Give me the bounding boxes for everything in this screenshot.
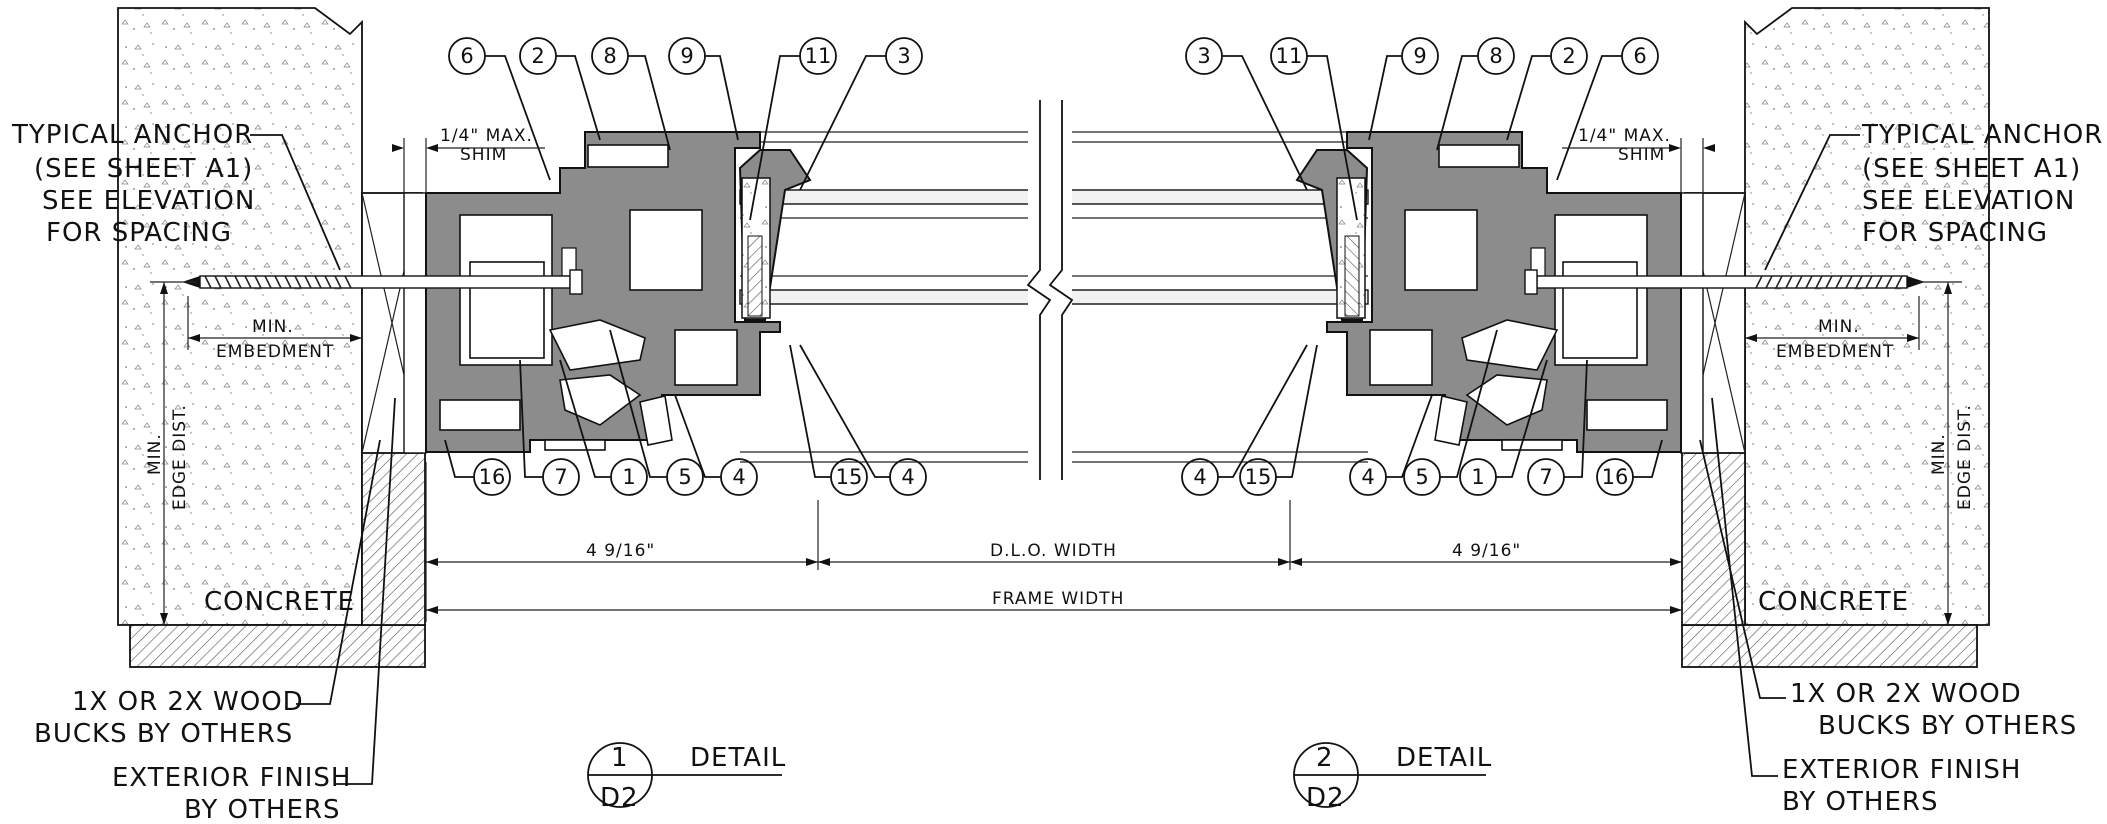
callouts-left-bottom: 16 7 1 5 4 15 4: [473, 458, 927, 496]
dlo-width-dimension: D.L.O. WIDTH: [990, 541, 1117, 561]
insulated-glass-unit: [739, 100, 1369, 480]
svg-text:TYPICAL ANCHOR: TYPICAL ANCHOR: [11, 120, 253, 150]
callout-number: 7: [554, 465, 567, 489]
svg-text:1/4" MAX.: 1/4" MAX.: [440, 126, 533, 146]
svg-text:EMBEDMENT: EMBEDMENT: [1776, 342, 1894, 362]
svg-text:DETAIL: DETAIL: [1396, 743, 1492, 773]
callouts-right-bottom: 4 15 4 5 1 7 16: [1181, 458, 1634, 496]
svg-text:1/4" MAX.: 1/4" MAX.: [1578, 126, 1671, 146]
svg-text:MIN.: MIN.: [1929, 433, 1949, 475]
svg-text:SEE ELEVATION: SEE ELEVATION: [1862, 186, 2075, 216]
callout-number: 5: [1415, 465, 1428, 489]
right-wood-buck: [1680, 192, 1746, 454]
svg-text:EDGE DIST.: EDGE DIST.: [170, 404, 190, 510]
left-concrete-label: CONCRETE: [204, 587, 355, 617]
right-concrete-label: CONCRETE: [1758, 587, 1909, 617]
detail-marker-2: 2 D2 DETAIL: [1293, 742, 1492, 813]
callout-number: 3: [897, 44, 910, 68]
callout-number: 7: [1539, 465, 1552, 489]
callout-number: 5: [678, 465, 691, 489]
left-frame-profile: [425, 131, 812, 453]
left-bucks-note: 1X OR 2X WOOD BUCKS BY OTHERS: [34, 439, 381, 749]
callout-number: 15: [1245, 465, 1272, 489]
svg-text:D2: D2: [600, 783, 639, 813]
right-anchor-note: TYPICAL ANCHOR (SEE SHEET A1) SEE ELEVAT…: [1764, 120, 2103, 271]
detail-marker-1: 1 D2 DETAIL: [587, 742, 786, 813]
svg-text:MIN.: MIN.: [252, 317, 294, 337]
callout-number: 6: [1633, 44, 1646, 68]
svg-text:EMBEDMENT: EMBEDMENT: [216, 342, 334, 362]
svg-text:2: 2: [1316, 743, 1334, 773]
callout-number: 8: [1489, 44, 1502, 68]
right-edge-distance-dimension: MIN. EDGE DIST.: [1916, 281, 1975, 626]
right-embedment-dimension: MIN. EMBEDMENT: [1744, 296, 1920, 362]
right-frame-dimension: 4 9/16": [1452, 541, 1521, 561]
svg-text:DETAIL: DETAIL: [690, 743, 786, 773]
svg-text:FOR SPACING: FOR SPACING: [46, 218, 232, 248]
right-frame-profile: [1295, 131, 1682, 453]
frame-width-dimension: FRAME WIDTH: [992, 589, 1124, 609]
left-finish-note: EXTERIOR FINISH BY OTHERS: [112, 397, 396, 824]
svg-text:EXTERIOR FINISH: EXTERIOR FINISH: [112, 763, 351, 793]
svg-text:D2: D2: [1306, 783, 1345, 813]
callout-number: 9: [1413, 44, 1426, 68]
left-concrete-wall: [117, 7, 426, 668]
svg-text:TYPICAL ANCHOR: TYPICAL ANCHOR: [1861, 120, 2103, 150]
left-edge-distance-dimension: MIN. EDGE DIST.: [145, 281, 196, 626]
right-concrete-wall: [1681, 7, 1990, 668]
callout-number: 1: [1471, 465, 1484, 489]
right-bucks-note: 1X OR 2X WOOD BUCKS BY OTHERS: [1699, 439, 2077, 741]
svg-text:SHIM: SHIM: [1618, 145, 1665, 165]
svg-text:BY OTHERS: BY OTHERS: [184, 795, 340, 824]
left-frame-dimension: 4 9/16": [586, 541, 655, 561]
svg-text:BUCKS BY OTHERS: BUCKS BY OTHERS: [34, 719, 293, 749]
callout-leaders: [444, 55, 1663, 478]
callout-number: 4: [901, 465, 914, 489]
callout-number: 1: [622, 465, 635, 489]
callout-number: 6: [460, 44, 473, 68]
right-finish-note: EXTERIOR FINISH BY OTHERS: [1711, 397, 2021, 817]
callout-number: 4: [1361, 465, 1374, 489]
left-wood-buck: [361, 192, 427, 454]
svg-text:FOR SPACING: FOR SPACING: [1862, 218, 2048, 248]
svg-text:(SEE SHEET A1): (SEE SHEET A1): [1862, 154, 2081, 184]
callout-number: 16: [479, 465, 506, 489]
frame-dimensions: 4 9/16" D.L.O. WIDTH 4 9/16" FRAME WIDTH: [425, 462, 1683, 622]
callouts-left-top: 6 2 8 9 11 3: [448, 37, 923, 75]
callout-number: 4: [732, 465, 745, 489]
callout-number: 2: [531, 44, 544, 68]
callout-number: 16: [1602, 465, 1629, 489]
svg-text:SEE ELEVATION: SEE ELEVATION: [42, 186, 255, 216]
svg-text:MIN.: MIN.: [145, 433, 165, 475]
svg-text:EXTERIOR FINISH: EXTERIOR FINISH: [1782, 755, 2021, 785]
callout-number: 11: [1276, 44, 1303, 68]
callout-number: 11: [805, 44, 832, 68]
left-anchor-note: TYPICAL ANCHOR (SEE SHEET A1) SEE ELEVAT…: [11, 120, 341, 271]
svg-text:SHIM: SHIM: [460, 145, 507, 165]
callout-number: 3: [1197, 44, 1210, 68]
svg-text:BUCKS BY OTHERS: BUCKS BY OTHERS: [1818, 711, 2077, 741]
svg-text:1X OR 2X WOOD: 1X OR 2X WOOD: [72, 687, 304, 717]
callout-number: 2: [1562, 44, 1575, 68]
right-shim-note: 1/4" MAX. SHIM: [1562, 126, 1715, 193]
callout-number: 9: [680, 44, 693, 68]
callout-number: 15: [836, 465, 863, 489]
svg-text:BY OTHERS: BY OTHERS: [1782, 787, 1938, 817]
svg-text:(SEE SHEET A1): (SEE SHEET A1): [34, 154, 253, 184]
left-shim-note: 1/4" MAX. SHIM: [392, 126, 545, 193]
svg-text:MIN.: MIN.: [1818, 317, 1860, 337]
callout-number: 4: [1193, 465, 1206, 489]
left-anchor-screw: [182, 269, 583, 295]
svg-text:1X OR 2X WOOD: 1X OR 2X WOOD: [1790, 679, 2022, 709]
callouts-right-top: 3 11 9 8 2 6: [1185, 37, 1659, 75]
callout-number: 8: [603, 44, 616, 68]
svg-text:1: 1: [611, 743, 629, 773]
svg-text:EDGE DIST.: EDGE DIST.: [1955, 404, 1975, 510]
left-embedment-dimension: MIN. EMBEDMENT: [187, 296, 363, 362]
